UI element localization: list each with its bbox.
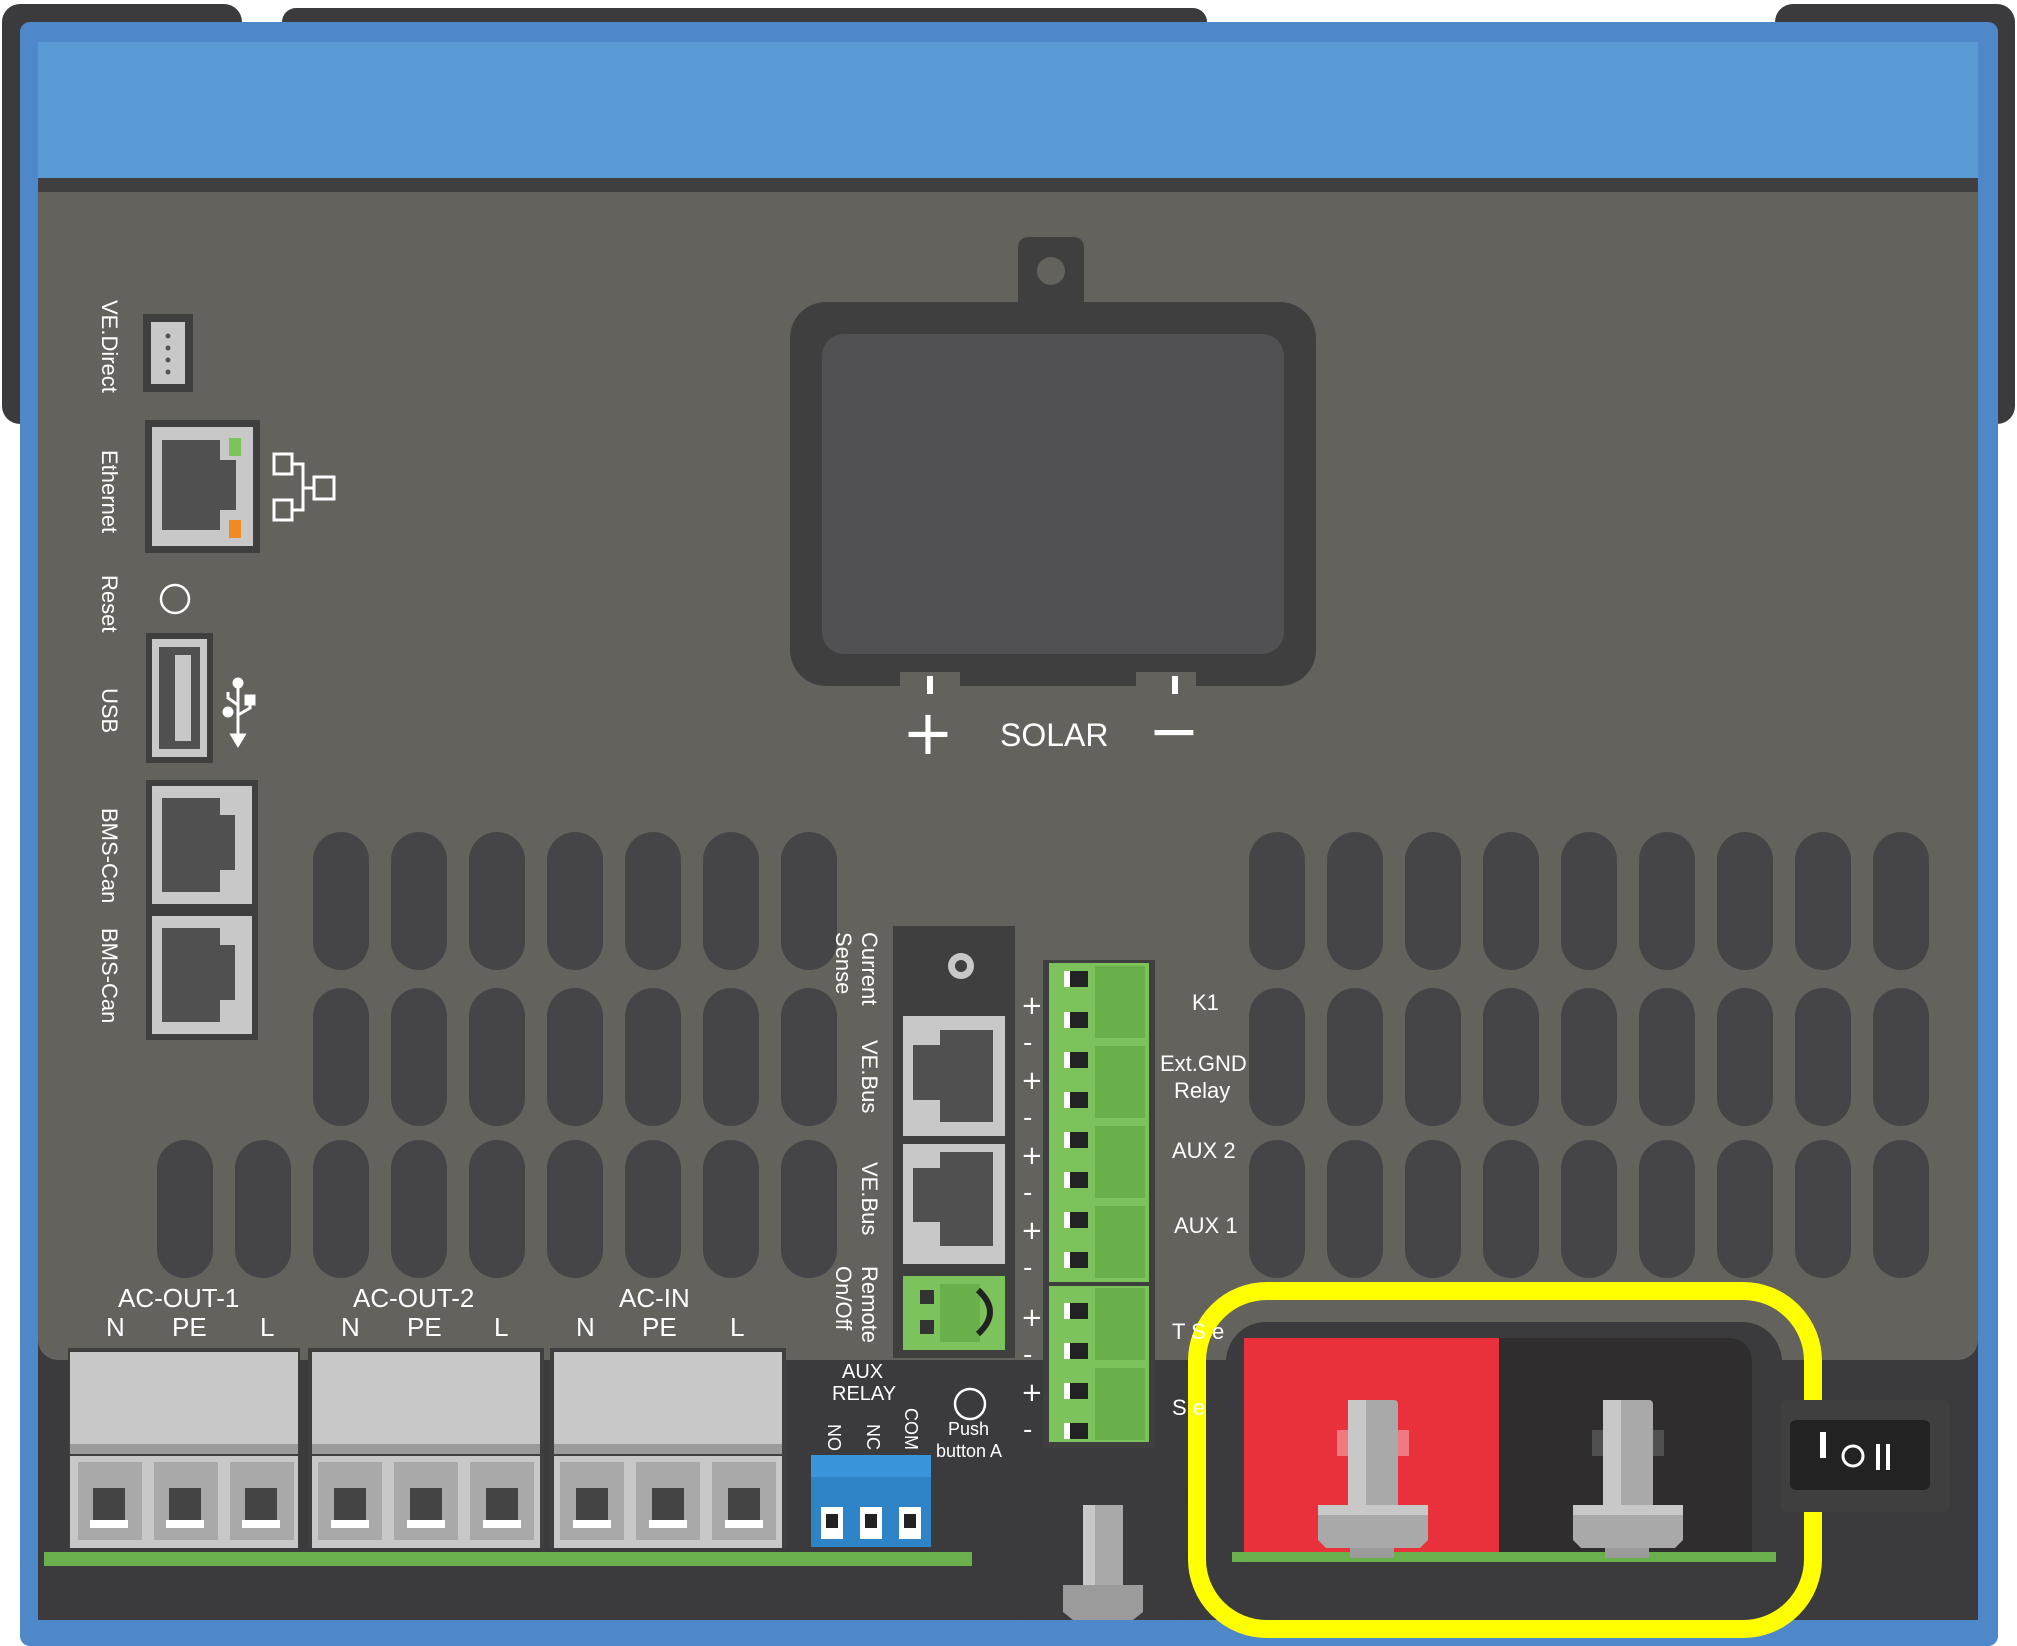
bms-can-label-2: BMS-Can — [97, 928, 122, 1024]
reset-button[interactable] — [159, 583, 191, 615]
solar-cover — [790, 237, 1316, 696]
ac-out-2-n: N — [341, 1312, 360, 1342]
ve-bus-port-2[interactable] — [893, 1138, 1015, 1270]
terminal-sign-6: - — [1023, 1178, 1033, 1208]
ext-gnd-label-2: Relay — [1174, 1078, 1231, 1103]
current-sense-port[interactable] — [893, 926, 1015, 1026]
aux-relay-title-1: AUX — [842, 1361, 884, 1383]
remote-on-off-connector[interactable] — [893, 1268, 1015, 1358]
ac-out-2-pe: PE — [407, 1312, 442, 1342]
aux-relay-nc: NC — [863, 1424, 883, 1450]
ac-out-1-n: N — [106, 1312, 125, 1342]
bms-can-port-2[interactable] — [146, 910, 258, 1040]
ac-out-2-l: L — [494, 1312, 509, 1342]
terminal-sign-3: + — [1021, 1066, 1043, 1096]
ethernet-port[interactable] — [145, 420, 260, 553]
solar-label: SOLAR — [1000, 717, 1109, 753]
remote-on-off-label: Remote On/Off — [831, 1266, 882, 1344]
push-button-label-1: Push — [948, 1419, 990, 1439]
ve-direct-label: VE.Direct — [97, 300, 122, 393]
solar-minus-sign: − — [1148, 694, 1200, 767]
temp-sense-label: T S e — [1172, 1319, 1225, 1344]
terminal-sign-9: + — [1021, 1303, 1043, 1333]
ac-out-2-block[interactable] — [308, 1348, 544, 1548]
current-sense-label: Current Sense — [831, 932, 882, 1006]
top-cover — [38, 42, 1978, 178]
reset-label: Reset — [97, 575, 122, 633]
k1-label: K1 — [1192, 990, 1219, 1015]
ve-bus-label-2: VE.Bus — [857, 1162, 882, 1236]
terminal-sign-12: - — [1023, 1415, 1033, 1445]
solar-plus-sign: + — [902, 696, 954, 769]
terminal-sign-2: - — [1023, 1028, 1033, 1058]
aux-relay-title-2: RELAY — [832, 1383, 897, 1405]
voltage-sense-label: S e — [1172, 1395, 1206, 1420]
ac-in-n: N — [576, 1312, 595, 1342]
terminal-sign-4: - — [1023, 1103, 1033, 1133]
aux-relay-terminal[interactable] — [811, 1455, 931, 1547]
ve-bus-port-1[interactable] — [893, 1010, 1015, 1142]
usb-label: USB — [97, 688, 122, 734]
aux1-label: AUX 1 — [1174, 1213, 1238, 1238]
power-switch[interactable] — [1781, 1400, 1950, 1512]
ac-out-1-title: AC-OUT-1 — [118, 1283, 240, 1313]
push-button-label-2: button A — [936, 1441, 1003, 1461]
signal-terminal-strip[interactable] — [1043, 960, 1155, 1448]
ac-in-block[interactable] — [550, 1348, 786, 1548]
pcb-strip — [44, 1552, 972, 1566]
ac-out-1-pe: PE — [172, 1312, 207, 1342]
terminal-sign-5: + — [1021, 1141, 1043, 1171]
terminal-sign-10: - — [1023, 1340, 1033, 1370]
ac-out-1-block[interactable] — [68, 1348, 300, 1548]
left-vents — [157, 832, 837, 1278]
terminal-sign-1: + — [1021, 991, 1043, 1021]
ethernet-label: Ethernet — [97, 450, 122, 534]
aux-relay-no: NO — [824, 1424, 844, 1451]
bms-can-label-1: BMS-Can — [97, 808, 122, 904]
usb-icon — [222, 677, 256, 748]
terminal-sign-11: + — [1021, 1378, 1043, 1408]
ac-out-1-l: L — [260, 1312, 275, 1342]
ext-gnd-label-1: Ext.GND — [1160, 1051, 1247, 1076]
ac-in-title: AC-IN — [619, 1283, 690, 1313]
ac-in-pe: PE — [642, 1312, 677, 1342]
ac-in-l: L — [730, 1312, 745, 1342]
bms-can-port-1[interactable] — [146, 780, 258, 910]
right-vents — [1249, 832, 1929, 1278]
ve-direct-port[interactable] — [143, 314, 193, 392]
terminal-sign-7: + — [1021, 1216, 1043, 1246]
push-button-a[interactable] — [953, 1387, 987, 1421]
chassis-bolt — [1016, 1490, 1186, 1620]
usb-port[interactable] — [146, 633, 213, 763]
aux2-label: AUX 2 — [1172, 1138, 1236, 1163]
aux-relay-com: COM — [901, 1408, 921, 1450]
ac-out-2-title: AC-OUT-2 — [353, 1283, 475, 1313]
terminal-sign-8: - — [1023, 1253, 1033, 1283]
battery-terminals[interactable] — [1226, 1322, 1782, 1572]
network-icon — [272, 452, 336, 522]
ve-bus-label-1: VE.Bus — [857, 1040, 882, 1114]
